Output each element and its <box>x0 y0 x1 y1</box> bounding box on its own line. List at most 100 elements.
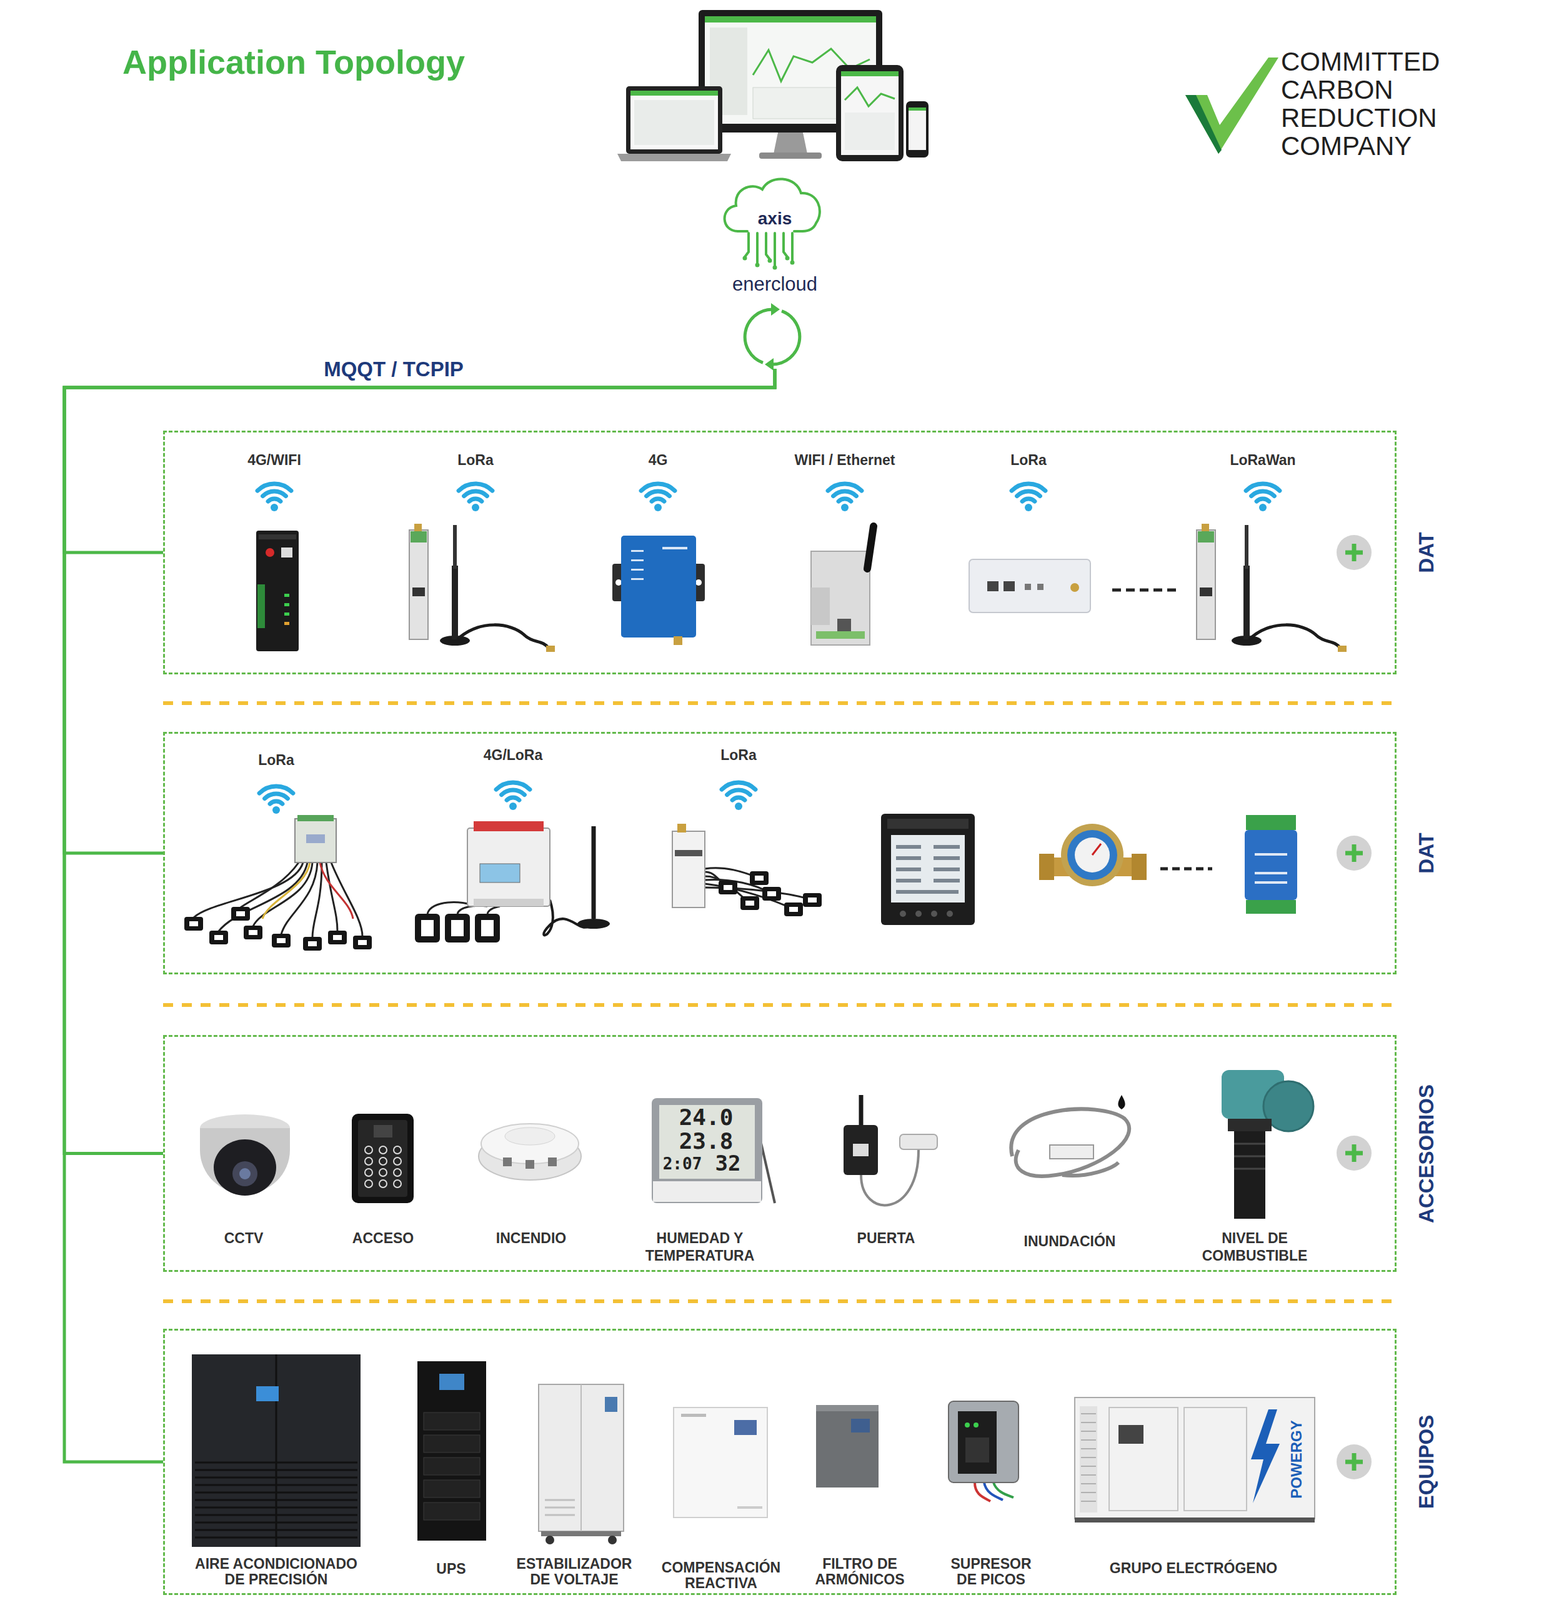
protocol-label: MQQT / TCPIP <box>319 358 468 381</box>
panel-power-meter <box>933 878 960 883</box>
energy-meter-4g-lora <box>591 826 597 919</box>
smoke-detector <box>525 1159 535 1169</box>
device-caption: GRUPO ELECTRÓGENO <box>1068 1560 1319 1576</box>
access-keypad <box>393 1157 402 1165</box>
voltage-stabilizer <box>538 1384 624 1545</box>
gateway-4g-wifi <box>256 530 299 652</box>
device-item: SUPRESOR DE PICOS <box>941 1343 1042 1591</box>
device-item: FILTRO DE ARMÓNICOS <box>803 1343 917 1591</box>
fuel-level-sensor <box>1234 1130 1266 1219</box>
generator-set <box>1080 1430 1096 1432</box>
device-caption: CCTV <box>181 1229 307 1248</box>
lora-ct-module <box>672 823 822 917</box>
precision-air-conditioner <box>256 1385 279 1401</box>
water-meter <box>1074 837 1110 873</box>
energy-meter-4g-lora <box>444 913 470 943</box>
display-digits: 32 <box>715 1151 742 1175</box>
modem-4g <box>695 579 702 586</box>
lora-ct-meter <box>281 862 318 935</box>
lora-ct-module <box>677 823 687 833</box>
circuit-dot <box>767 258 773 264</box>
lora-gateway <box>969 559 1091 613</box>
device-item: AIRE ACONDICIONADO DE PRECISIÓN <box>182 1343 370 1591</box>
wifi-icon <box>458 483 493 512</box>
band-panel: ACCESORIOSCCTVACCESOINCENDIOHUMEDAD Y TE… <box>163 1034 1397 1272</box>
cloud-outline <box>744 233 749 257</box>
band-panel: DATLoRa4G/LoRaLoRa <box>163 731 1397 975</box>
lora-ct-meter <box>294 818 337 863</box>
lora-module <box>439 524 555 652</box>
tablet-illustration <box>836 64 904 162</box>
precision-air-conditioner <box>275 1354 278 1547</box>
voltage-stabilizer <box>544 1506 575 1509</box>
io-module <box>1244 814 1298 914</box>
access-keypad <box>364 1145 402 1188</box>
generator-set <box>1074 1397 1315 1523</box>
access-keypad <box>364 1157 373 1165</box>
connector-group <box>64 368 775 1462</box>
lora-module <box>412 587 425 597</box>
ups-cabinet <box>417 1360 487 1541</box>
wifi-icon <box>641 483 675 512</box>
energy-meter-4g-lora <box>577 918 610 929</box>
lora-module <box>414 523 422 532</box>
modem-4g <box>631 549 644 552</box>
panel-power-meter <box>931 910 938 917</box>
wifi-icon <box>257 483 292 512</box>
gateway-4g-wifi <box>284 602 290 607</box>
page-title: Application Topology <box>122 44 465 79</box>
circuit-dot <box>772 265 778 270</box>
device-caption: LoRa <box>953 451 1104 469</box>
voltage-stabilizer <box>580 1384 582 1531</box>
humidity-temperature-meter <box>652 1180 762 1202</box>
lorawan-module <box>1196 523 1347 652</box>
ups-cabinet <box>423 1457 480 1475</box>
lora-ct-meter <box>331 862 363 937</box>
panel-power-meter <box>933 844 960 849</box>
device-item: ACCESO <box>320 1062 446 1269</box>
reactive-compensation-unit <box>737 1505 763 1509</box>
tablet-illustration <box>844 112 895 150</box>
smoke-detector <box>503 1157 512 1166</box>
cloud-outline <box>773 233 777 266</box>
laptop-illustration <box>617 86 732 162</box>
precision-air-conditioner <box>194 1506 358 1509</box>
panel-power-meter <box>933 867 960 872</box>
gateway-4g-wifi <box>284 612 290 616</box>
access-keypad <box>364 1179 373 1188</box>
device-item: COMPENSACIÓN REACTIVA <box>654 1343 789 1591</box>
access-keypad <box>393 1168 402 1176</box>
access-keypad <box>351 1113 414 1203</box>
panel-power-meter <box>896 856 922 860</box>
door-sensor <box>843 1124 878 1175</box>
sync-arrows <box>772 311 800 365</box>
device-item: WIFI / Ethernet <box>769 448 920 655</box>
display-digits: 2:07 <box>662 1154 703 1173</box>
access-keypad <box>393 1145 402 1154</box>
lora-ct-meter <box>262 862 310 919</box>
lora-module <box>409 523 555 652</box>
lora-ct-meter <box>306 834 325 843</box>
lora-ct-meter <box>243 925 263 940</box>
modem-4g <box>662 546 688 550</box>
energy-meter-4g-lora <box>451 919 464 937</box>
circuit-dot <box>742 256 748 261</box>
device-item: PUERTA <box>823 1062 949 1269</box>
panel-power-meter <box>899 910 907 917</box>
add-more-icon <box>1345 1144 1363 1162</box>
modem-4g <box>631 568 644 571</box>
access-keypad <box>364 1168 373 1176</box>
device-caption: HUMEDAD Y TEMPERATURA <box>637 1229 763 1265</box>
wifi-ethernet-module <box>837 618 852 632</box>
device-caption: LoRa <box>651 746 827 763</box>
ups-cabinet <box>423 1434 480 1453</box>
flood-sensor <box>1011 1094 1130 1176</box>
generator-set <box>1080 1474 1096 1476</box>
wifi-icon <box>259 786 294 814</box>
cloud-outline <box>756 233 759 264</box>
smoke-detector <box>478 1123 582 1180</box>
io-module <box>1244 829 1298 900</box>
generator-set <box>1080 1421 1096 1423</box>
lora-module <box>409 529 429 640</box>
gateway-4g-wifi <box>257 584 265 628</box>
